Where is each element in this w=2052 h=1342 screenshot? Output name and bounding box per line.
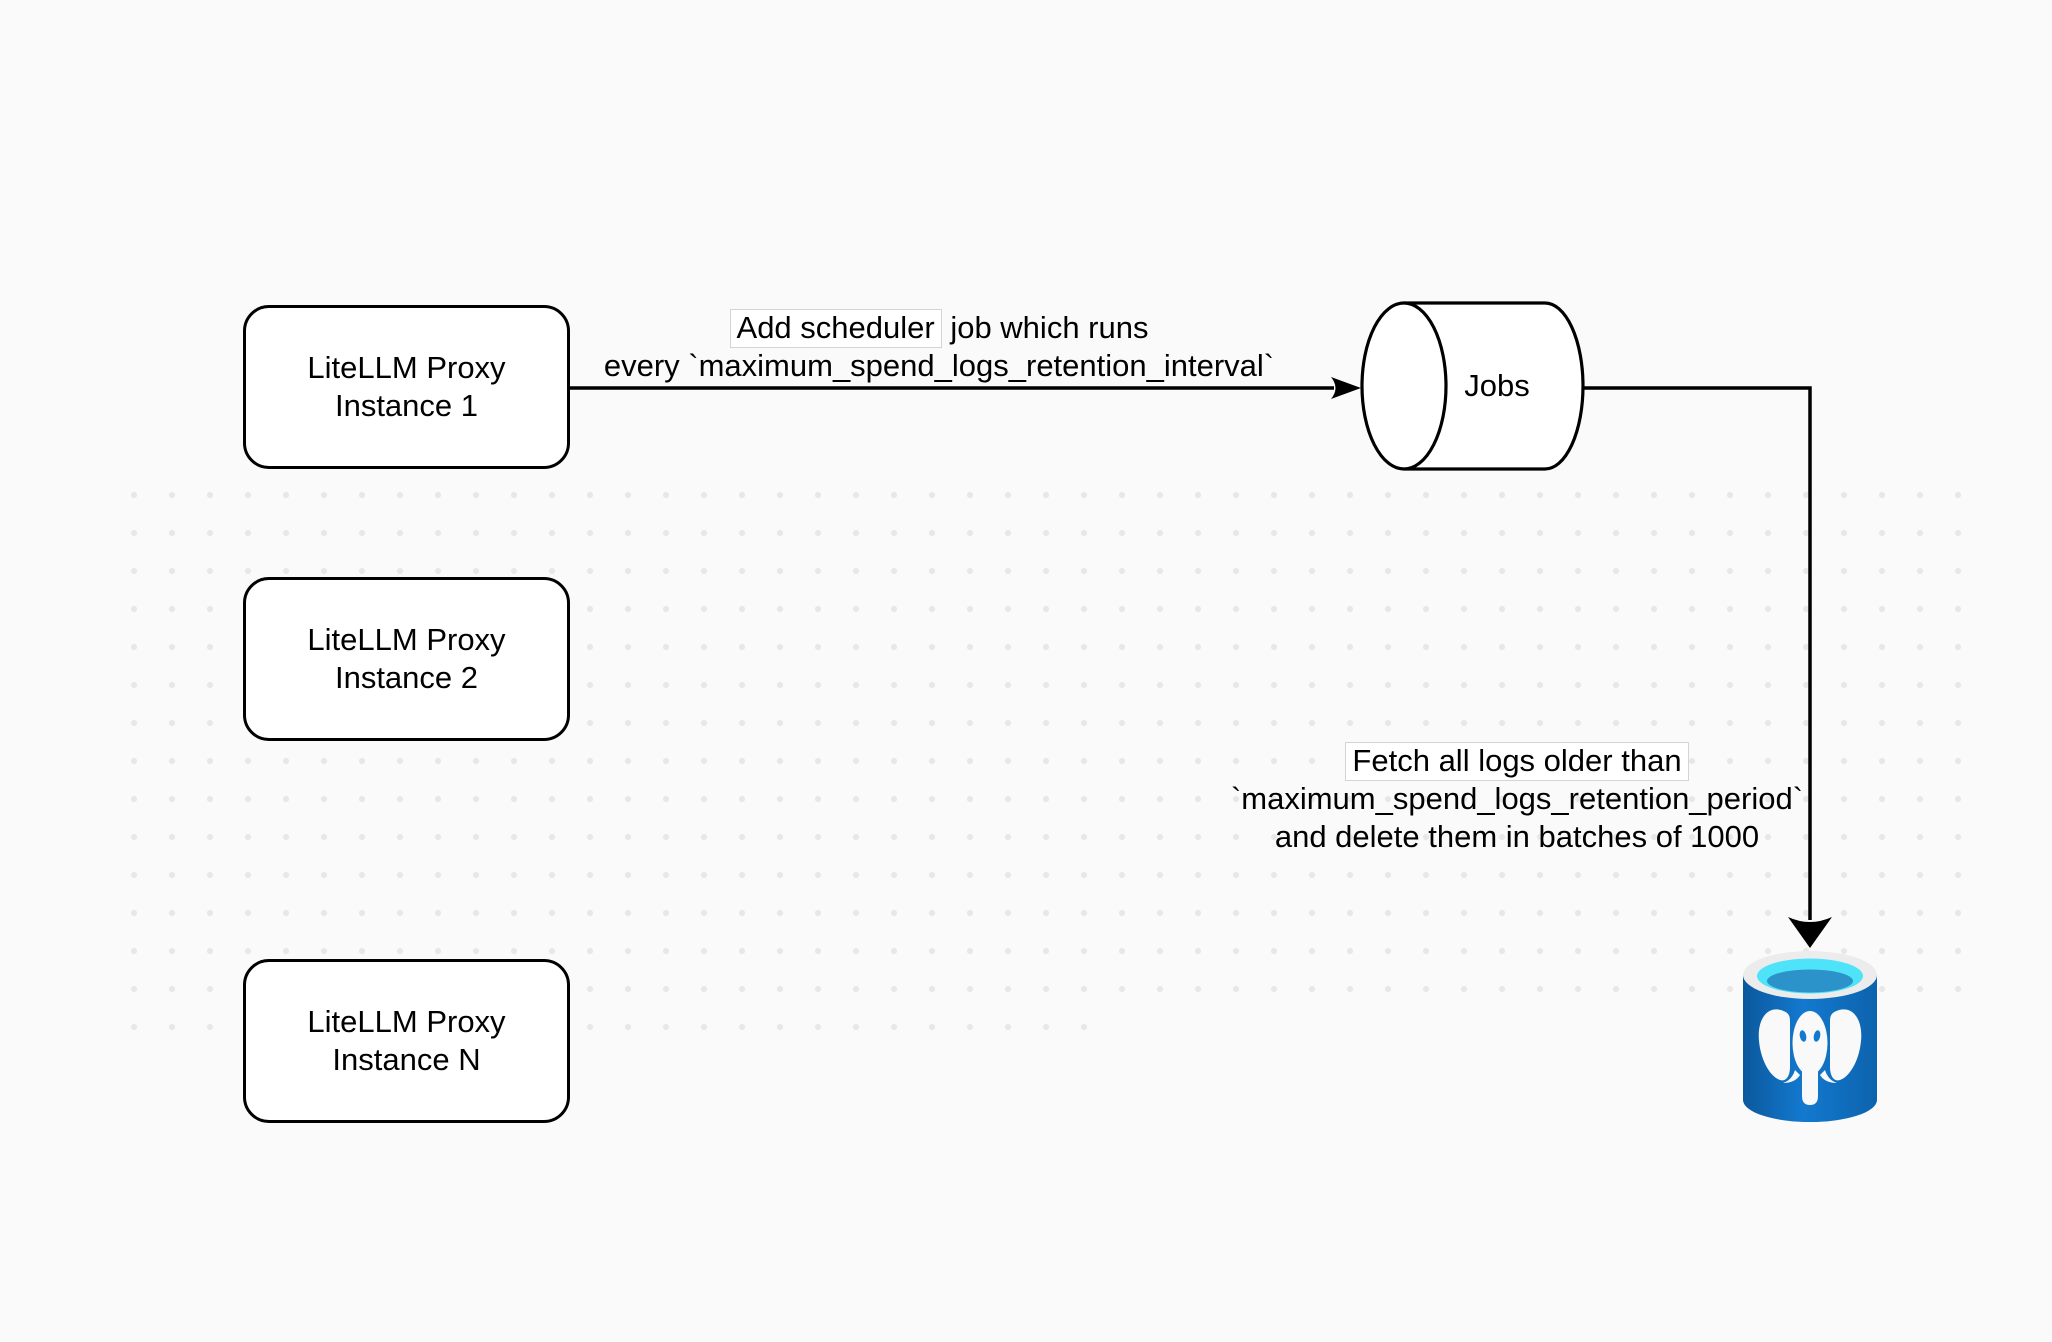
fetch-edge-label: Fetch all logs older than `maximum_spend…	[1227, 742, 1807, 856]
fetch-connector-line	[1583, 388, 1810, 920]
node-label-line: Instance N	[332, 1042, 481, 1077]
node-label-line: LiteLLM Proxy	[307, 1004, 506, 1039]
fetch-edge-label-line2: `maximum_spend_logs_retention_period`	[1230, 781, 1804, 816]
scheduler-edge-label-line2: every `maximum_spend_logs_retention_inte…	[603, 348, 1275, 383]
scheduler-edge-label-line1: Add scheduler job which runs	[589, 309, 1289, 348]
node-litellm-proxy-instance-n: LiteLLM Proxy Instance N	[243, 959, 570, 1123]
node-litellm-proxy-instance-1: LiteLLM Proxy Instance 1	[243, 305, 570, 469]
postgresql-database-icon	[1743, 951, 1877, 1122]
fetch-edge-label-line3: and delete them in batches of 1000	[1274, 819, 1760, 854]
node-label-line: LiteLLM Proxy	[307, 622, 506, 657]
dot-grid-bottom-row	[130, 1023, 1088, 1033]
jobs-queue-cylinder	[1362, 303, 1583, 469]
node-litellm-proxy-instance-2: LiteLLM Proxy Instance 2	[243, 577, 570, 741]
pg-cylinder-inner-teal	[1767, 969, 1853, 993]
scheduler-arrowhead-icon	[1331, 377, 1361, 399]
scheduler-edge-label-highlight: Add scheduler	[729, 309, 942, 348]
node-label-line: LiteLLM Proxy	[307, 350, 506, 385]
jobs-cylinder-label: Jobs	[1464, 368, 1530, 403]
node-label-line: Instance 2	[334, 660, 479, 695]
fetch-arrowhead-icon	[1788, 917, 1832, 948]
scheduler-edge-label: Add scheduler job which runs every `maxi…	[589, 309, 1289, 385]
node-label-line: Instance 1	[334, 388, 479, 423]
pg-elephant-icon	[1758, 1009, 1862, 1105]
fetch-edge-label-line1: Fetch all logs older than	[1227, 742, 1807, 781]
